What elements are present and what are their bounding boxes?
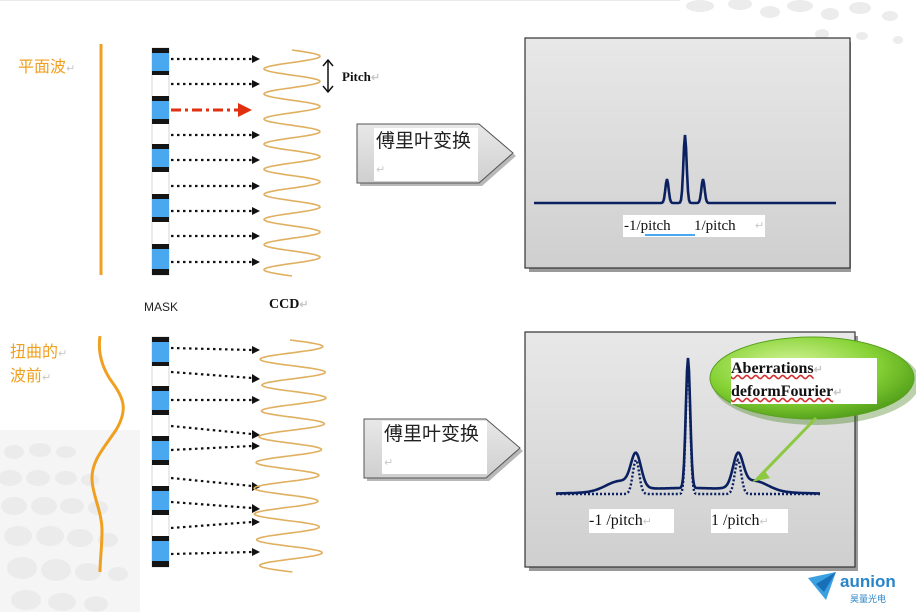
mask-strip-top (151, 47, 170, 276)
axis-label-neg-top: -1/pitch (624, 218, 671, 234)
ccd-label: CCD↵ (269, 297, 309, 312)
pitch-label: Pitch↵ (342, 69, 381, 84)
axis-label-pos-bottom: 1 /pitch↵ (711, 509, 788, 533)
dotted-arrows-top (171, 57, 252, 264)
arrowheads-bottom (252, 346, 260, 556)
aunion-logo-icon (808, 572, 836, 600)
spectrum-curve-top (534, 134, 836, 205)
fourier-label-text-top: 傅里叶变换↵ (376, 130, 472, 176)
logo-subtitle: 昊量光电 (850, 595, 887, 605)
spectrum-curve-dotted (556, 363, 820, 496)
axis-label-pos-top: 1/pitch (694, 218, 736, 234)
arrowheads-top (252, 55, 260, 266)
axis-mark-top: ↵ (755, 220, 765, 232)
distorted-wavefront (90, 335, 125, 573)
red-arrow-icon (171, 103, 252, 117)
mask-label: MASK (144, 300, 179, 314)
fourier-label-text-bottom: 傅里叶变换↵ (384, 423, 480, 469)
callout-text-box: Aberrations↵ deformFourier↵ (731, 358, 877, 404)
spectrum-panel-bottom (524, 331, 858, 571)
ccd-wave-bottom (253, 339, 327, 573)
spectrum-panel-top (524, 37, 851, 272)
axis-labels-top: -1/pitch 1/pitch ↵ (623, 215, 765, 237)
dotted-arrows-bottom (170, 346, 253, 556)
callout-pointer (758, 416, 818, 478)
fourier-transform-label-bottom: 傅里叶变换↵ (382, 421, 487, 474)
callout-line-1: Aberrations (731, 360, 814, 377)
callout-line-2: deformFourier (731, 383, 834, 400)
distorted-wave-label: 扭曲的↵ 波前↵ (10, 342, 68, 385)
plane-wave-label: 平面波↵ (18, 57, 76, 76)
spectrum-curve-aberrated (555, 357, 821, 495)
pitch-double-arrow-icon (322, 58, 334, 94)
axis-label-neg-bottom: -1 /pitch↵ (589, 509, 674, 533)
fourier-transform-label-top: 傅里叶变换↵ (374, 128, 478, 181)
logo-brand: aunion (840, 572, 896, 591)
mask-strip-bottom (151, 336, 170, 568)
axis-underline-top (645, 234, 695, 236)
ccd-wave-top (263, 49, 321, 277)
